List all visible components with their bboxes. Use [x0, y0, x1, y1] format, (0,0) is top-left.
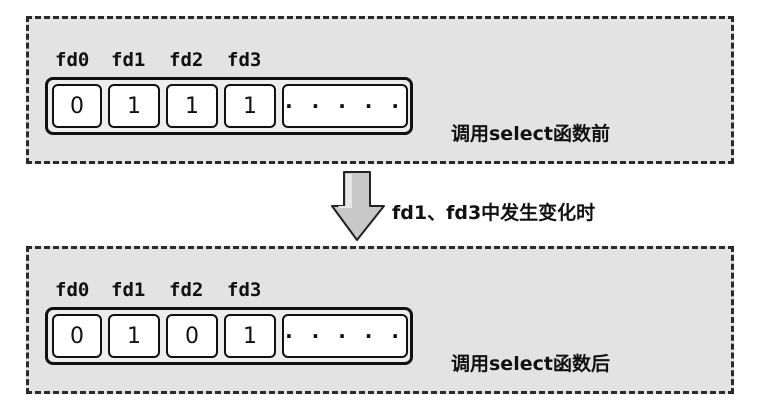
fd-set-bitmap: 0 1 1 1 · · · · ·	[45, 77, 413, 135]
down-arrow-icon	[331, 171, 385, 241]
fd-label: fd1	[111, 49, 146, 71]
transition-label: fd1、fd3中发生变化时	[392, 202, 596, 224]
fd-label: fd1	[111, 279, 146, 301]
fd-bit-cell: 0	[52, 314, 102, 358]
fd-label: fd0	[55, 49, 90, 71]
panel-after-select: fd0 fd1 fd2 fd3 0 1 0 1 · · · · · 调用sele…	[26, 246, 734, 394]
fd-bit-cell: 0	[166, 314, 218, 358]
fd-label: fd0	[55, 279, 90, 301]
panel-before-select: fd0 fd1 fd2 fd3 0 1 1 1 · · · · · 调用sele…	[26, 16, 734, 164]
ellipsis-cell: · · · · ·	[282, 84, 408, 128]
fd-bit-cell: 1	[108, 314, 160, 358]
fd-label: fd2	[169, 49, 204, 71]
fd-set-bitmap: 0 1 0 1 · · · · ·	[45, 307, 413, 365]
fd-bit-cell: 1	[108, 84, 160, 128]
fd-bit-cell: 1	[224, 84, 276, 128]
fd-label: fd2	[169, 279, 204, 301]
fd-label: fd3	[227, 49, 262, 71]
fd-label: fd3	[227, 279, 262, 301]
panel-caption: 调用select函数前	[451, 123, 610, 145]
fd-bit-cell: 1	[166, 84, 218, 128]
fd-bit-cell: 0	[52, 84, 102, 128]
ellipsis-cell: · · · · ·	[282, 314, 408, 358]
panel-caption: 调用select函数后	[451, 353, 610, 375]
fd-bit-cell: 1	[224, 314, 276, 358]
